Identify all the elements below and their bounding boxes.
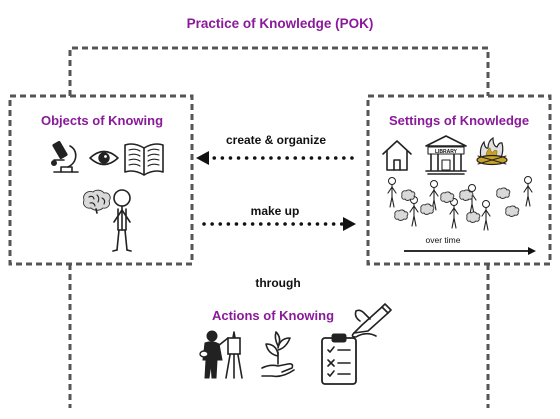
- crowd-person: [387, 177, 397, 208]
- settings-of-knowledge-title: Settings of Knowledge: [389, 113, 529, 128]
- microscope-icon: [51, 140, 79, 173]
- objects-of-knowing-box: [8, 94, 194, 266]
- objects-of-knowing-title: Objects of Knowing: [41, 113, 163, 128]
- make-up-label: make up: [251, 204, 300, 218]
- house-icon: [382, 140, 412, 171]
- writing-hand-icon: [351, 303, 392, 338]
- crowd-person: [429, 180, 439, 211]
- crowd-person: [481, 200, 491, 231]
- settings-of-knowledge-box: [366, 94, 552, 266]
- crowd-brain: [466, 211, 481, 223]
- eye-icon: [89, 150, 119, 166]
- crowd-brain: [401, 189, 416, 201]
- library-sign: LIBRARY: [435, 149, 458, 155]
- crowd-person: [523, 176, 533, 207]
- crowd-brain: [440, 191, 455, 203]
- campfire-icon: [476, 136, 508, 166]
- checklist-clipboard-icon: [321, 333, 357, 385]
- actions-of-knowing-title: Actions of Knowing: [212, 308, 334, 323]
- open-book-icon: [124, 143, 164, 176]
- brain-icon: [83, 189, 111, 214]
- diagram-title: Practice of Knowledge (POK): [187, 16, 374, 31]
- crowd-brain: [459, 189, 474, 201]
- crowd-brain: [496, 187, 511, 199]
- create-organize-arrow: [196, 151, 354, 165]
- over-time-label: over time: [426, 235, 461, 245]
- crowd-brain: [394, 209, 409, 221]
- person-icon: [112, 189, 132, 252]
- painter-icon: [199, 330, 243, 379]
- crowd-of-people-and-brains: [387, 176, 533, 231]
- outer-dashed-loop: [68, 46, 490, 408]
- create-organize-label: create & organize: [226, 133, 326, 147]
- make-up-arrow: [202, 217, 356, 231]
- plant-in-hand-icon: [261, 331, 295, 378]
- library-icon: LIBRARY: [425, 135, 467, 175]
- crowd-brain: [505, 205, 520, 217]
- crowd-brain: [420, 203, 435, 215]
- over-time-arrow: [404, 247, 536, 255]
- through-label: through: [255, 276, 300, 290]
